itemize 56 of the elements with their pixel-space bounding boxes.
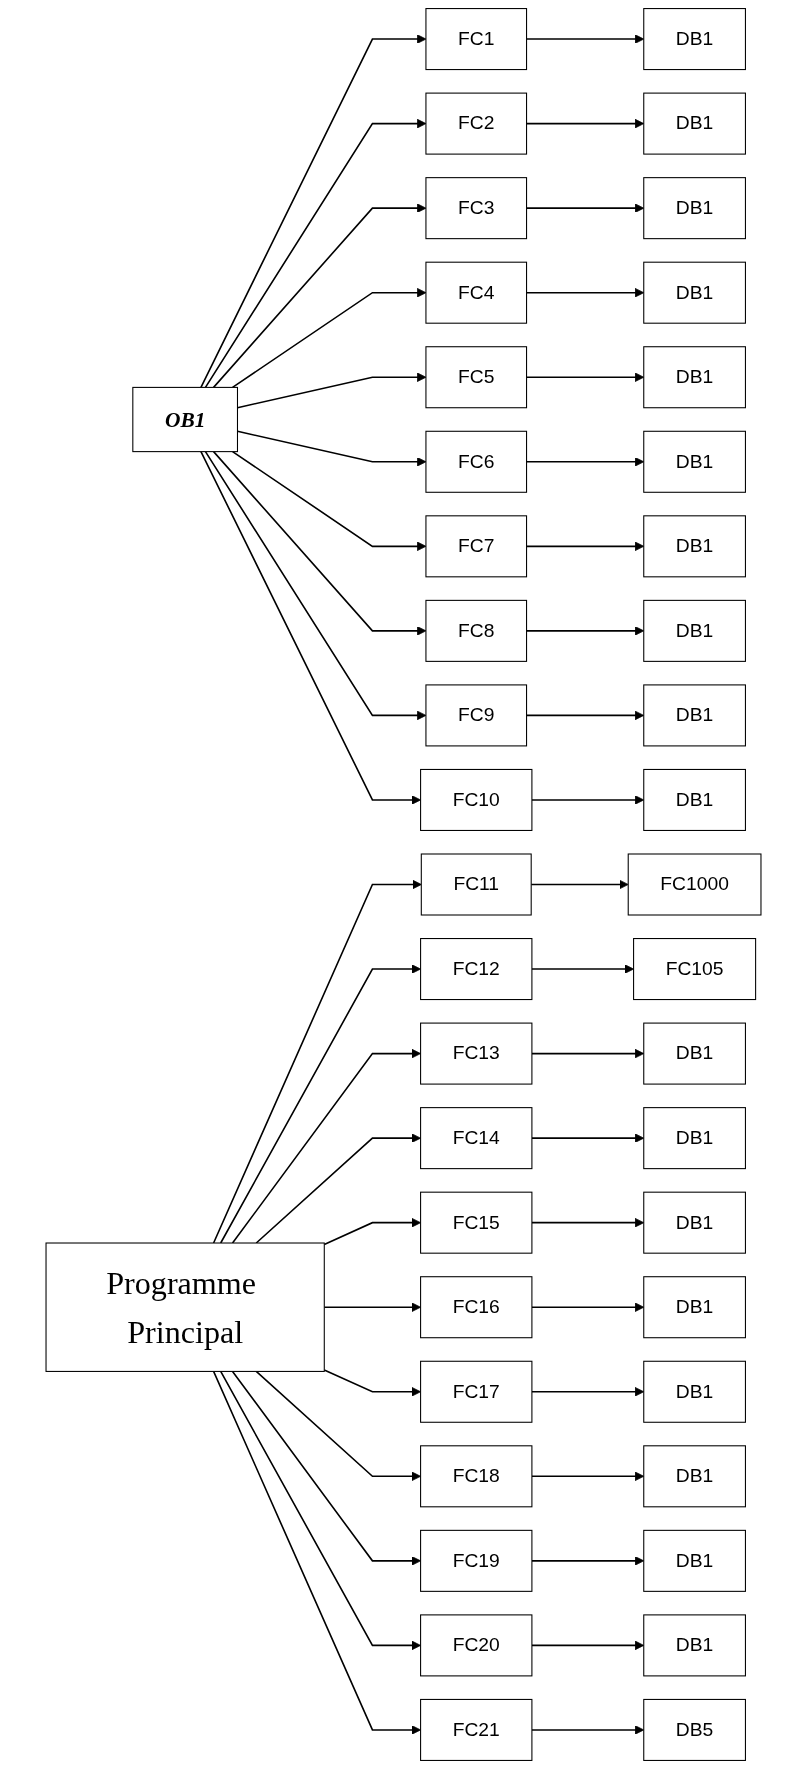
node-box: FC21 bbox=[420, 1698, 533, 1761]
node-box: DB1 bbox=[643, 177, 746, 240]
arrow bbox=[200, 450, 421, 805]
node-box: DB1 bbox=[643, 8, 746, 71]
node-box: DB1 bbox=[643, 261, 746, 324]
node-box: FC2 bbox=[425, 92, 528, 155]
node-box: FC13 bbox=[420, 1022, 533, 1085]
node-box: FC1 bbox=[425, 8, 528, 71]
node-box: DB1 bbox=[643, 515, 746, 578]
arrow bbox=[323, 1369, 421, 1397]
node-box: FC19 bbox=[420, 1529, 533, 1592]
node-box: DB1 bbox=[643, 1529, 746, 1592]
node-box: DB1 bbox=[643, 1022, 746, 1085]
node-box: FC15 bbox=[420, 1191, 533, 1254]
node-box: Programme Principal bbox=[45, 1242, 325, 1372]
node-box: DB1 bbox=[643, 768, 746, 831]
node-box: FC20 bbox=[420, 1614, 533, 1677]
node-box: FC9 bbox=[425, 684, 528, 747]
node-box: DB1 bbox=[643, 1107, 746, 1170]
node-box: DB1 bbox=[643, 92, 746, 155]
node-box: DB1 bbox=[643, 1360, 746, 1423]
node-box: FC11 bbox=[420, 853, 532, 916]
node-box: FC3 bbox=[425, 177, 528, 240]
node-box: FC8 bbox=[425, 599, 528, 662]
node-box: FC17 bbox=[420, 1360, 533, 1423]
node-box: FC16 bbox=[420, 1276, 533, 1339]
node-box: FC7 bbox=[425, 515, 528, 578]
node-box: DB5 bbox=[643, 1698, 746, 1761]
node-box: FC105 bbox=[633, 938, 757, 1001]
node-box: OB1 bbox=[132, 386, 238, 453]
node-box: DB1 bbox=[643, 346, 746, 409]
arrow bbox=[231, 1048, 421, 1244]
node-box: FC10 bbox=[420, 768, 533, 831]
node-box: DB1 bbox=[643, 1276, 746, 1339]
node-box: FC5 bbox=[425, 346, 528, 409]
arrow bbox=[531, 964, 634, 974]
node-box: DB1 bbox=[643, 1614, 746, 1677]
node-box: DB1 bbox=[643, 1191, 746, 1254]
node-box: DB1 bbox=[643, 684, 746, 747]
node-box: DB1 bbox=[643, 1445, 746, 1508]
node-box: FC4 bbox=[425, 261, 528, 324]
arrow bbox=[231, 1370, 421, 1566]
node-box: FC18 bbox=[420, 1445, 533, 1508]
arrow bbox=[255, 1133, 421, 1244]
arrow bbox=[323, 1217, 421, 1246]
node-box: DB1 bbox=[643, 599, 746, 662]
node-box: DB1 bbox=[643, 430, 746, 493]
arrow bbox=[212, 1370, 421, 1735]
node-box: FC14 bbox=[420, 1107, 533, 1170]
arrow bbox=[219, 964, 421, 1244]
node-box: FC6 bbox=[425, 430, 528, 493]
arrow bbox=[219, 1370, 421, 1651]
arrow bbox=[255, 1370, 421, 1481]
node-box: FC12 bbox=[420, 938, 533, 1001]
node-box: FC1000 bbox=[627, 853, 762, 916]
arrow bbox=[212, 879, 422, 1244]
